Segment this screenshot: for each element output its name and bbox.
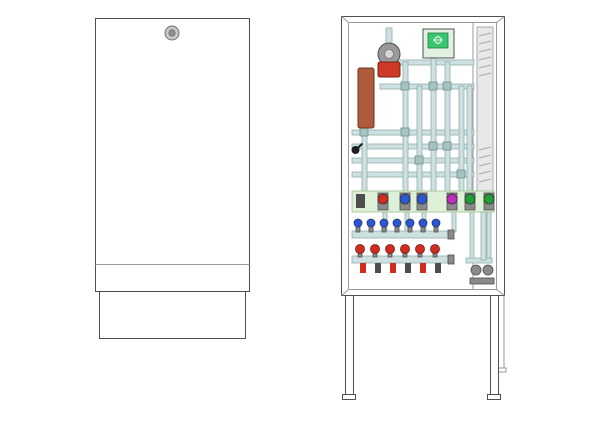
frame-corner-br [496,289,505,296]
drain-fitting-3 [390,263,396,273]
cabinet-legs [342,294,507,400]
heating-controller [422,28,455,59]
frame-corner-bl [341,289,349,296]
pump-head-center [384,49,394,59]
front-left-foot [342,394,356,400]
door-knob-center [168,29,176,37]
front-right-foot [487,394,501,400]
closed-cabinet [95,18,250,339]
drain-fitting-6 [435,263,441,273]
zone-pump-3 [416,193,428,205]
ball-valve [351,142,364,154]
drain-fitting-5 [420,263,426,273]
return-valve-5 [415,244,425,254]
zone-pump-6 [483,193,495,205]
return-manifold [351,244,455,273]
front-right-leg [490,295,499,395]
heat-exchanger-vessel [357,67,375,129]
supply-manifold-endcap [447,229,455,240]
return-valve-4 [400,244,410,254]
zone-pump-group [351,190,495,213]
supply-valve-6 [418,218,428,228]
mounting-rail [476,26,494,206]
ball-valve-lever [354,142,364,151]
supply-valve-7 [431,218,441,228]
frame-corner-tr [496,16,505,23]
circulation-pump [377,42,401,78]
zone-pump-5 [464,193,476,205]
cabinet-door-panel [95,18,250,292]
zone-pump-1 [377,193,389,205]
zone-pump-4 [446,193,458,205]
pump-body [377,61,401,78]
controller-screen [427,32,449,49]
drain-fitting-2 [375,263,381,273]
frame-corner-tl [341,16,349,23]
supply-manifold [351,218,455,240]
supply-valve-1 [353,218,363,228]
supply-valve-4 [392,218,402,228]
drain-fitting-4 [405,263,411,273]
supply-valve-2 [366,218,376,228]
connection-fitting-1 [470,264,482,276]
supply-valve-5 [405,218,415,228]
open-cabinet [341,16,507,400]
return-valve-6 [430,244,440,254]
connection-fitting-2 [482,264,494,276]
return-valve-3 [385,244,395,254]
front-left-leg [345,295,354,395]
return-valve-1 [355,244,365,254]
connection-block [469,277,495,285]
return-valve-2 [370,244,380,254]
cabinet-plinth [99,291,246,339]
supply-valve-3 [379,218,389,228]
strip-end-fitting [356,194,365,208]
zone-pump-2 [399,193,411,205]
bottom-right-fittings [469,264,495,285]
mounting-rail-body [476,26,494,206]
return-manifold-endcap [447,254,455,265]
drain-fitting-1 [360,263,366,273]
